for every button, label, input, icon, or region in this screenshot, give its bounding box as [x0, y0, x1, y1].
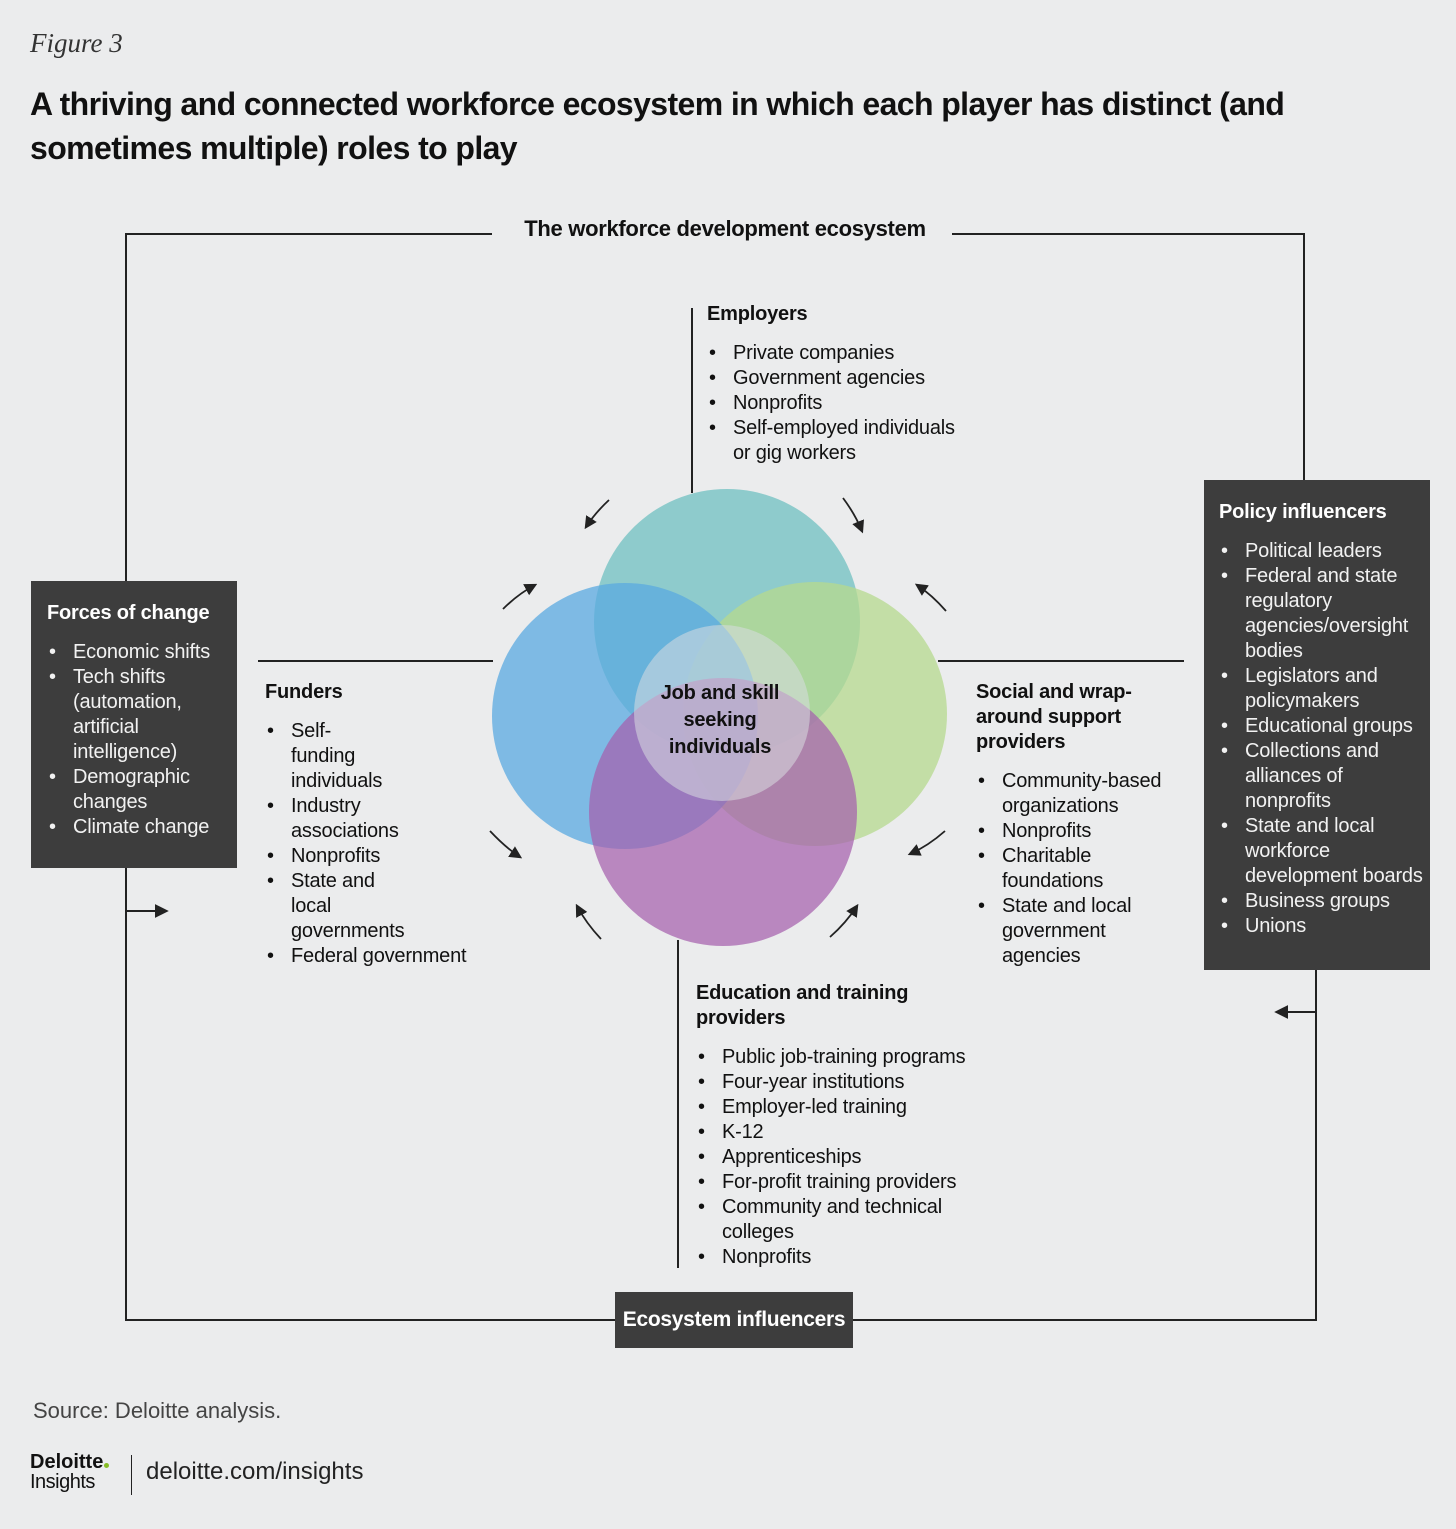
logo-dot-icon: [104, 1463, 110, 1468]
list-item: Four-year institutions: [696, 1070, 976, 1095]
list-item: For-profit training providers: [696, 1170, 976, 1195]
social-list: Community-based organizations Nonprofits…: [976, 769, 1166, 969]
figure-title: A thriving and connected workforce ecosy…: [30, 86, 1285, 166]
frame-bottom-right-line: [853, 970, 1317, 1321]
ecosystem-influencers-box: Ecosystem influencers: [615, 1292, 853, 1348]
cycle-arrow-7: [575, 903, 602, 940]
list-item: Community-based organizations: [976, 769, 1166, 819]
list-item: State and local governments: [265, 869, 405, 944]
deloitte-insights-logo: Deloitte Insights: [30, 1451, 110, 1493]
list-item: Federal government: [265, 944, 491, 969]
employers-title: Employers: [707, 303, 808, 325]
social-group: Social and wrap-around support providers…: [976, 680, 1176, 969]
forces-of-change-list: Economic shifts Tech shifts (automation,…: [47, 640, 227, 840]
center-circle: [634, 625, 810, 801]
forces-of-change-title: Forces of change: [47, 602, 210, 624]
list-item: State and local government agencies: [976, 894, 1162, 969]
cycle-arrow-6: [907, 830, 946, 856]
list-item: K-12: [696, 1120, 976, 1145]
list-item: Demographic changes: [47, 765, 213, 815]
list-item: Legislators and policymakers: [1219, 664, 1395, 714]
funders-group: Funders Self-funding individuals Industr…: [265, 680, 485, 969]
list-item: State and local workforce development bo…: [1219, 814, 1429, 889]
policy-influencers-list: Political leaders Federal and state regu…: [1219, 539, 1429, 939]
policy-influencers-box: Policy influencers Political leaders Fed…: [1204, 480, 1430, 970]
logo-brand: Deloitte: [30, 1451, 104, 1473]
list-item: Tech shifts (automation, artificial inte…: [47, 665, 207, 765]
funders-title: Funders: [265, 681, 343, 703]
list-item: Charitable foundations: [976, 844, 1132, 894]
cycle-arrow-5: [489, 830, 523, 859]
logo-sub: Insights: [30, 1471, 95, 1493]
list-item: Educational groups: [1219, 714, 1429, 739]
list-item: Unions: [1219, 914, 1429, 939]
list-item: Political leaders: [1219, 539, 1429, 564]
list-item: Collections and alliances of nonprofits: [1219, 739, 1395, 814]
list-item: Self-funding individuals: [265, 719, 395, 794]
list-item: Nonprofits: [265, 844, 395, 869]
center-label: Job and skill seeking individuals: [660, 682, 780, 758]
employers-group: Employers Private companies Government a…: [707, 302, 987, 466]
figure-label: Figure 3: [30, 28, 123, 58]
list-item: Climate change: [47, 815, 227, 840]
cycle-arrow-3: [502, 583, 538, 610]
list-item: Public job-training programs: [696, 1045, 976, 1070]
cycle-arrow-1: [584, 499, 610, 530]
list-item: Nonprofits: [976, 819, 1166, 844]
list-item: Nonprofits: [707, 391, 987, 416]
list-item: Federal and state regulatory agencies/ov…: [1219, 564, 1425, 664]
forces-of-change-box: Forces of change Economic shifts Tech sh…: [31, 581, 237, 868]
list-item: Self-employed individuals or gig workers: [707, 416, 959, 466]
ecosystem-frame-title: The workforce development ecosystem: [524, 216, 926, 241]
frame-top-right-line: [952, 233, 1305, 480]
list-item: Government agencies: [707, 366, 987, 391]
social-title: Social and wrap-around support providers: [976, 681, 1132, 753]
policy-influencers-title: Policy influencers: [1219, 501, 1387, 523]
cycle-arrow-4: [914, 583, 947, 612]
site-url-link[interactable]: deloitte.com/insights: [146, 1458, 364, 1485]
list-item: Business groups: [1219, 889, 1429, 914]
source-note: Source: Deloitte analysis.: [33, 1398, 282, 1423]
footer-divider: [131, 1455, 132, 1495]
list-item: Nonprofits: [696, 1245, 976, 1270]
funders-list: Self-funding individuals Industry associ…: [265, 719, 467, 969]
education-title: Education and training providers: [696, 982, 909, 1029]
frame-bottom-left-line: [125, 868, 615, 1321]
list-item: Employer-led training: [696, 1095, 976, 1120]
list-item: Industry associations: [265, 794, 399, 844]
education-list: Public job-training programs Four-year i…: [696, 1045, 976, 1270]
list-item: Private companies: [707, 341, 987, 366]
employers-list: Private companies Government agencies No…: [707, 341, 987, 466]
list-item: Community and technical colleges: [696, 1195, 954, 1245]
cycle-arrow-2: [842, 497, 864, 534]
cycle-arrow-8: [829, 903, 859, 938]
list-item: Economic shifts: [47, 640, 227, 665]
list-item: Apprenticeships: [696, 1145, 976, 1170]
education-group: Education and training providers Public …: [696, 981, 976, 1270]
frame-top-left-line: [125, 233, 492, 582]
